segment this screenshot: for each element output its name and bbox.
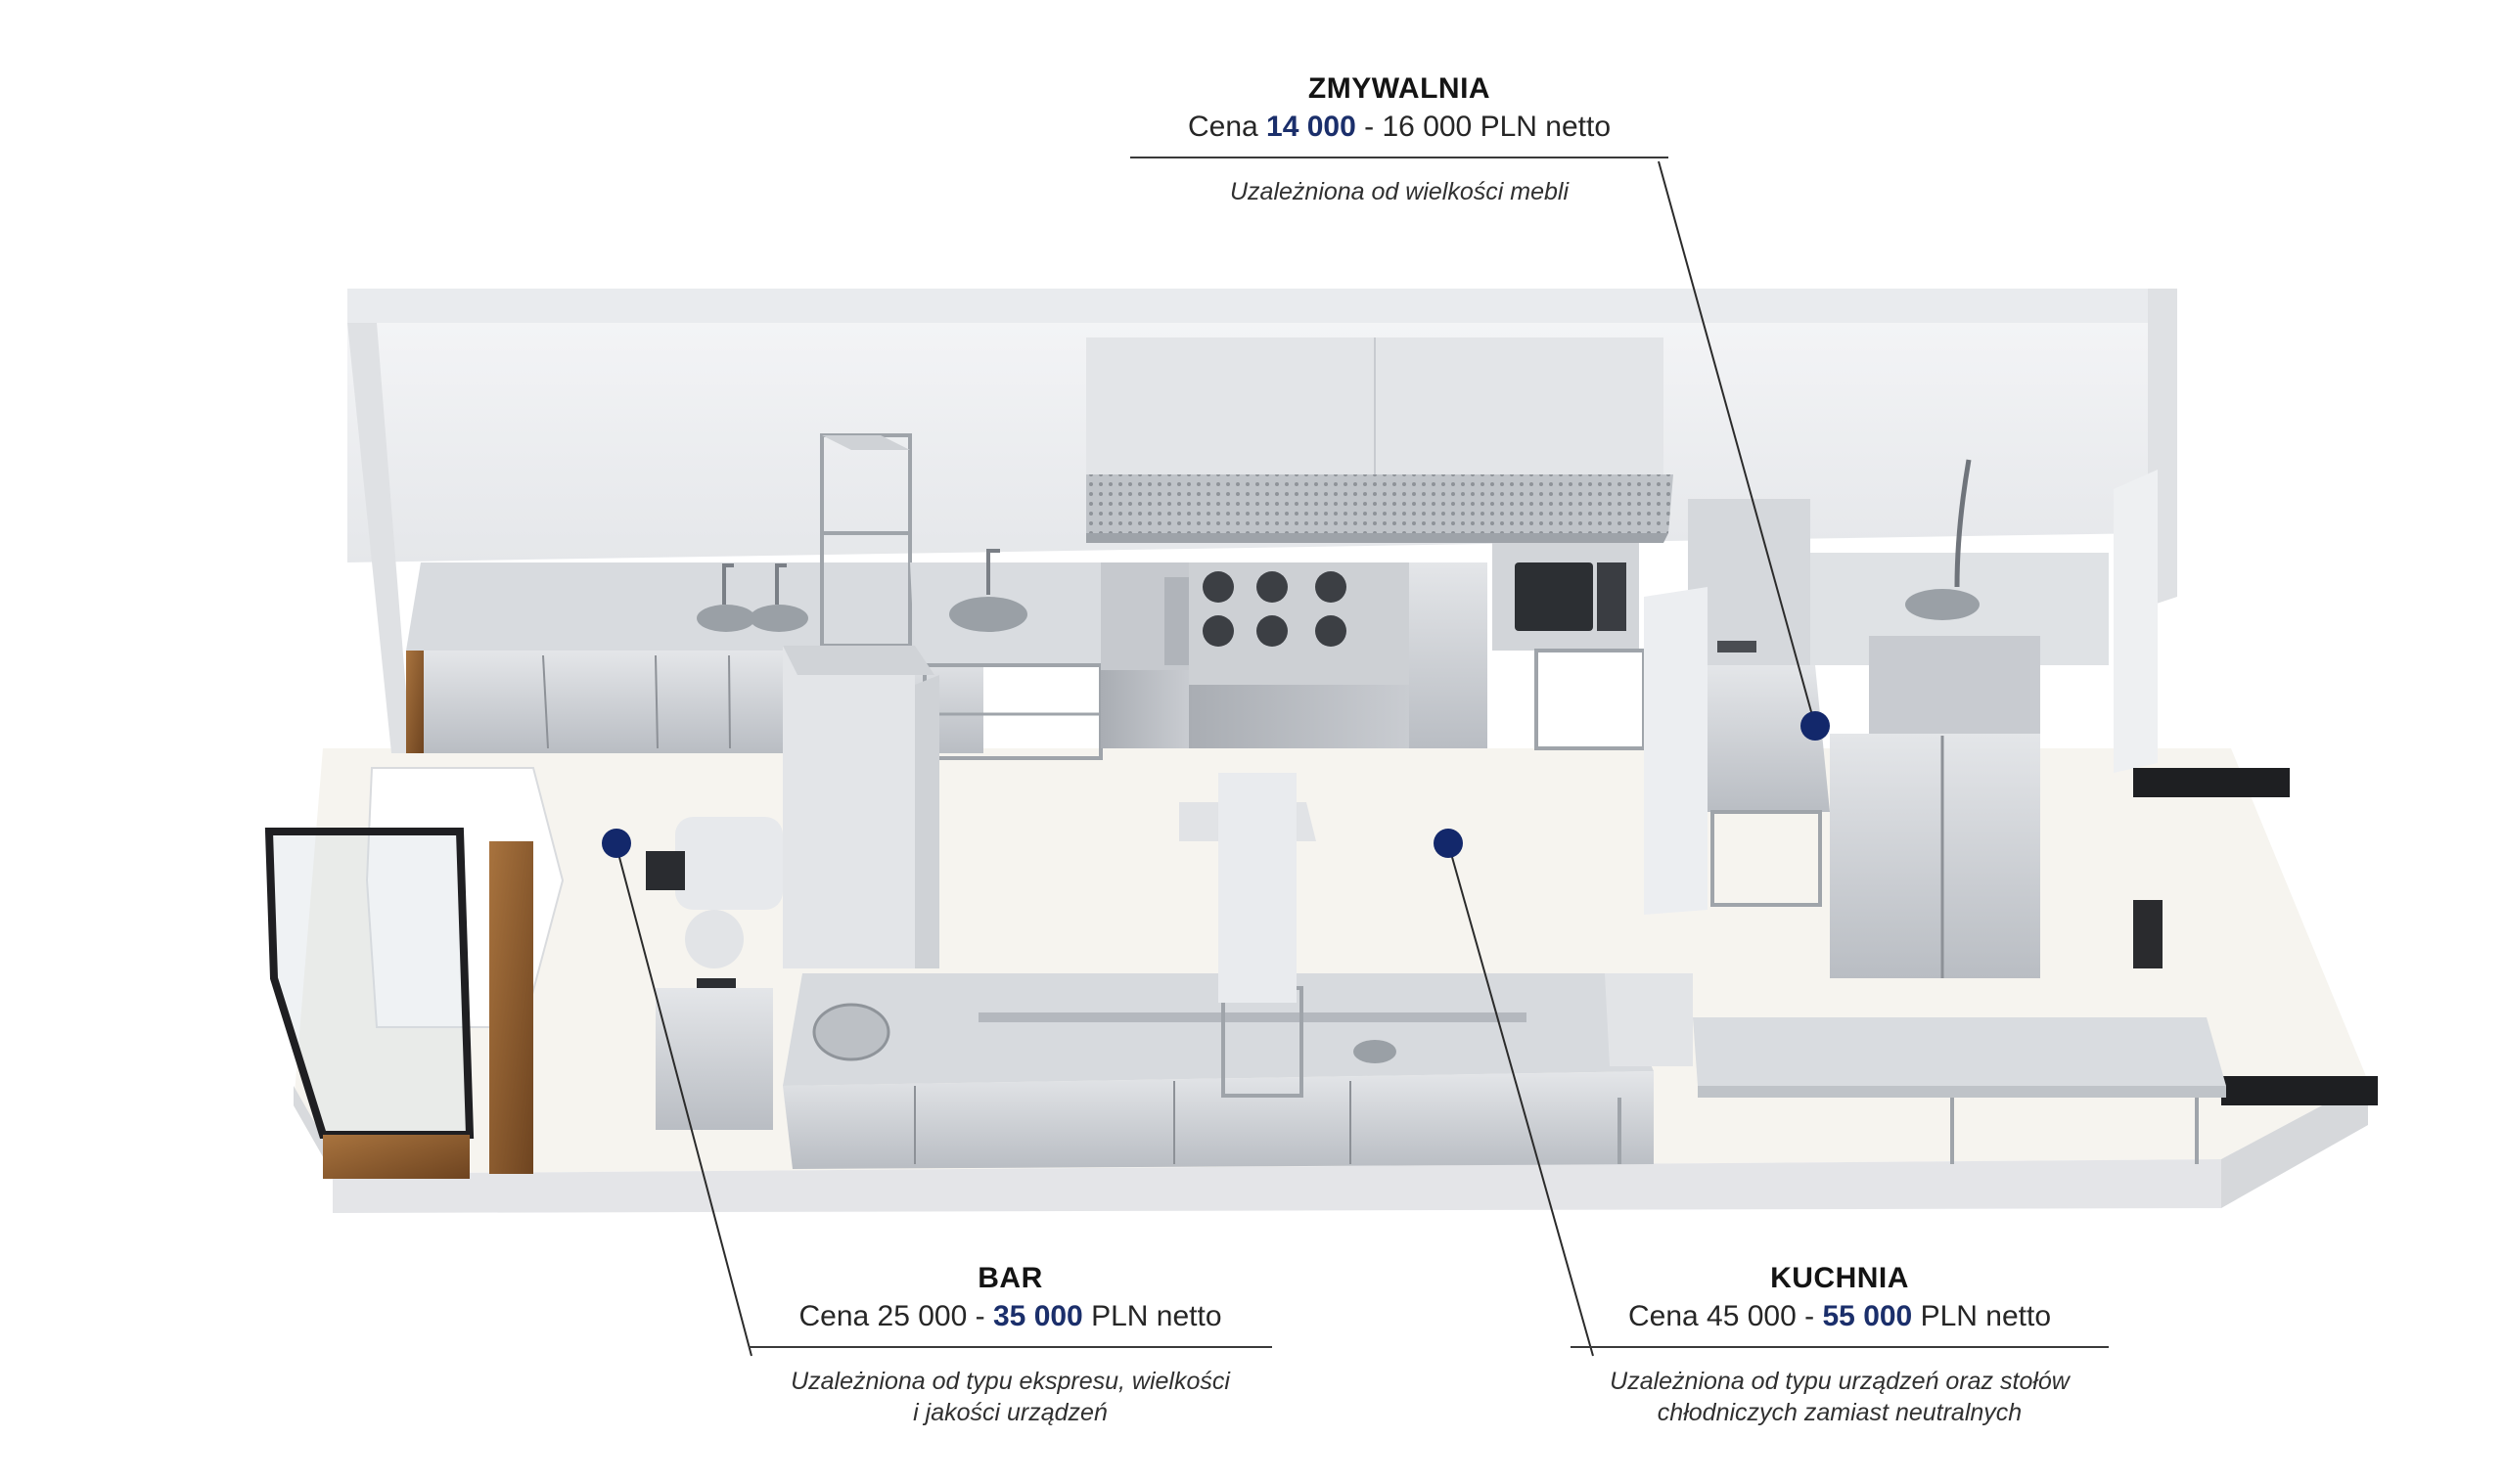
callout-bar: BAR Cena 25 000 - 35 000 PLN netto Uzale… xyxy=(749,1260,1272,1428)
burners xyxy=(1203,571,1346,647)
price-high: 35 000 xyxy=(992,1300,1083,1332)
callout-title: ZMYWALNIA xyxy=(1307,72,1491,105)
price-suffix: PLN netto xyxy=(1082,1300,1222,1332)
price-separator: - xyxy=(967,1300,993,1332)
callout-note: Uzależniona od typu urządzeń oraz stołów… xyxy=(1571,1366,2109,1428)
callout-note-line: i jakości urządzeń xyxy=(913,1399,1108,1426)
price-prefix: Cena xyxy=(798,1300,878,1332)
price-separator: - xyxy=(1796,1300,1823,1332)
callout-note-line: chłodniczych zamiast neutralnych xyxy=(1657,1399,2023,1426)
callout-note-line: Uzależniona od typu urządzeń oraz stołów xyxy=(1610,1368,2070,1395)
price-low: 14 000 xyxy=(1266,111,1356,143)
price-prefix: Cena xyxy=(1627,1300,1708,1332)
callout-note: Uzależniona od typu ekspresu, wielkości … xyxy=(749,1366,1272,1428)
service-counter xyxy=(783,973,1654,1169)
leader-lines xyxy=(615,160,1816,1357)
callout-divider xyxy=(1130,157,1668,158)
callout-price: Cena 45 000 - 55 000 PLN netto xyxy=(1571,1297,2109,1336)
callout-price: Cena 14 000 - 16 000 PLN netto xyxy=(1130,108,1668,147)
front-right-tables xyxy=(1605,973,2226,1164)
price-prefix: Cena xyxy=(1187,111,1267,143)
callout-note-line: Uzależniona od typu ekspresu, wielkości xyxy=(791,1368,1230,1395)
callout-divider xyxy=(1571,1346,2109,1348)
tall-refrigerator xyxy=(1830,636,2040,978)
extraction-hood xyxy=(1086,337,1673,543)
combi-oven xyxy=(1492,543,1646,750)
callout-price: Cena 25 000 - 35 000 PLN netto xyxy=(749,1297,1272,1336)
pass-column xyxy=(1179,773,1316,1003)
structural-column xyxy=(783,646,939,968)
display-case xyxy=(264,767,565,1179)
callout-title: KUCHNIA xyxy=(1770,1262,1909,1294)
price-low: 45 000 xyxy=(1707,1300,1797,1332)
callout-note: Uzależniona od wielkości mebli xyxy=(1230,178,1569,205)
callout-zmywalnia: ZMYWALNIA Cena 14 000 - 16 000 PLN netto… xyxy=(1130,70,1668,207)
callout-divider xyxy=(749,1346,1272,1348)
callout-kuchnia: KUCHNIA Cena 45 000 - 55 000 PLN netto U… xyxy=(1571,1260,2109,1428)
cooking-range xyxy=(1101,562,1487,748)
price-high: 55 000 xyxy=(1822,1300,1913,1332)
marker-zmywalnia[interactable] xyxy=(1800,711,1830,741)
marker-bar[interactable] xyxy=(602,829,631,858)
marker-kuchnia[interactable] xyxy=(1434,829,1463,858)
price-low: 25 000 xyxy=(877,1300,968,1332)
price-suffix: PLN netto xyxy=(1472,111,1612,143)
floor-barriers xyxy=(2133,768,2378,1105)
callout-title: BAR xyxy=(978,1262,1043,1294)
price-suffix: PLN netto xyxy=(1912,1300,2052,1332)
espresso-station xyxy=(646,817,783,1130)
price-separator: - xyxy=(1355,111,1383,143)
price-high: 16 000 xyxy=(1382,111,1473,143)
